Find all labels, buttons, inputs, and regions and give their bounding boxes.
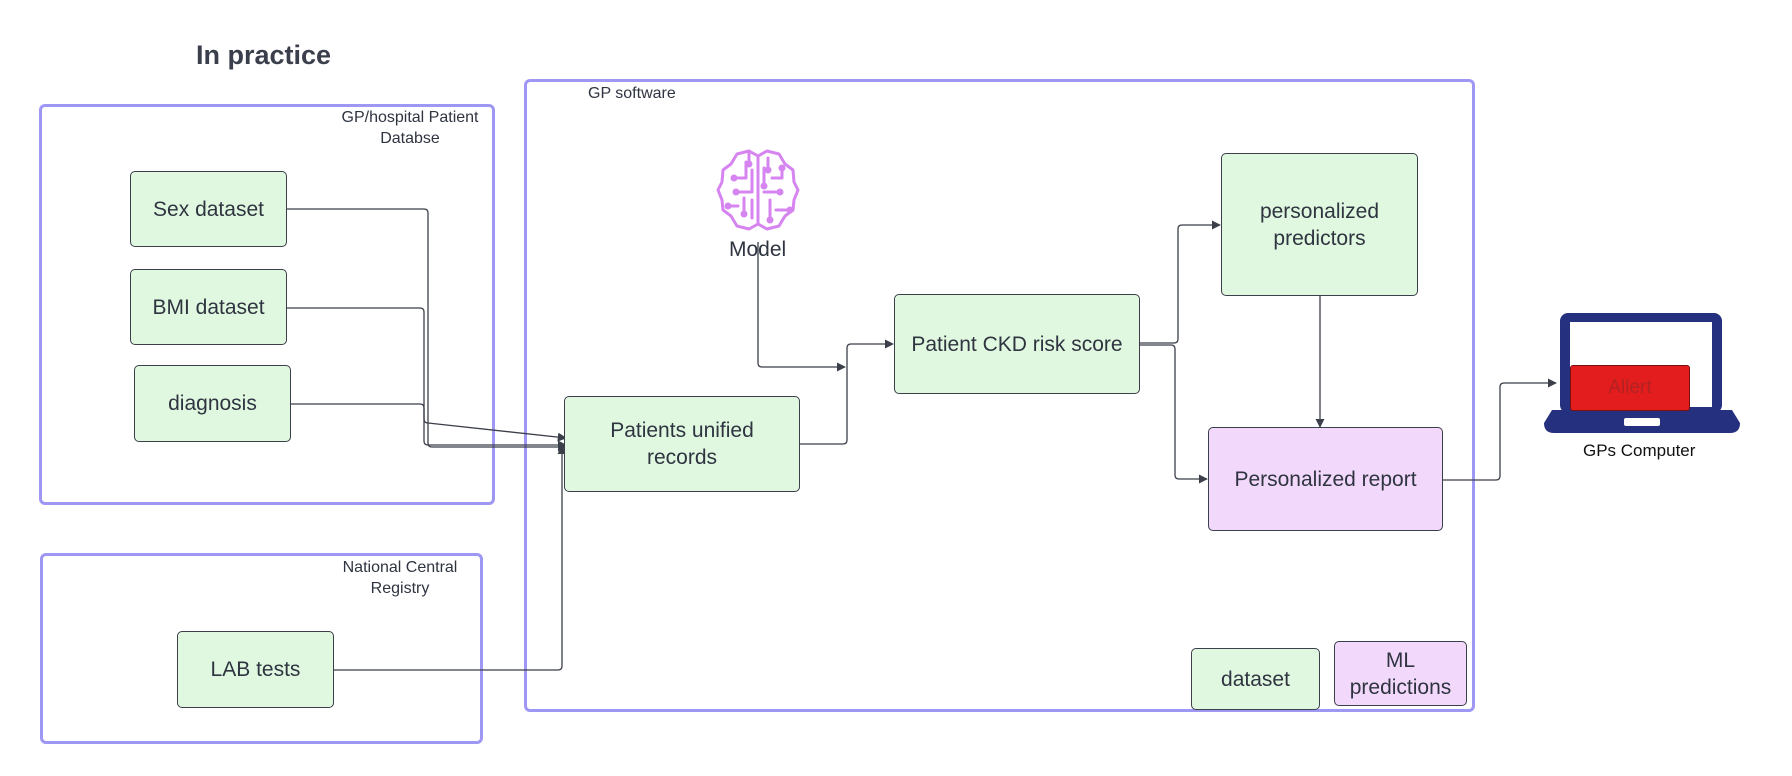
legend-ml-predictions: ML predictions bbox=[1334, 641, 1467, 706]
legend-dataset: dataset bbox=[1191, 648, 1320, 710]
gp-computer-label: GPs Computer bbox=[1583, 441, 1696, 460]
gp-software-label: GP software bbox=[588, 85, 676, 102]
personalized-predictors-node[interactable]: personalized predictors bbox=[1221, 153, 1418, 296]
alert-badge[interactable]: Allert bbox=[1570, 365, 1690, 411]
sex-dataset-node[interactable]: Sex dataset bbox=[130, 171, 287, 247]
diagram-title: In practice bbox=[196, 40, 332, 70]
national-registry-label: National Central Registry bbox=[342, 559, 458, 597]
patient-database-label: GP/hospital Patient Databse bbox=[341, 109, 479, 147]
unified-records-node[interactable]: Patients unified records bbox=[564, 396, 800, 492]
diagnosis-node[interactable]: diagnosis bbox=[134, 365, 291, 442]
model-label: Model bbox=[729, 238, 787, 261]
personalized-report-node[interactable]: Personalized report bbox=[1208, 427, 1443, 531]
brain-circuit-icon bbox=[716, 149, 800, 231]
bmi-dataset-node[interactable]: BMI dataset bbox=[130, 269, 287, 345]
lab-tests-node[interactable]: LAB tests bbox=[177, 631, 334, 708]
ckd-risk-score-node[interactable]: Patient CKD risk score bbox=[894, 294, 1140, 394]
